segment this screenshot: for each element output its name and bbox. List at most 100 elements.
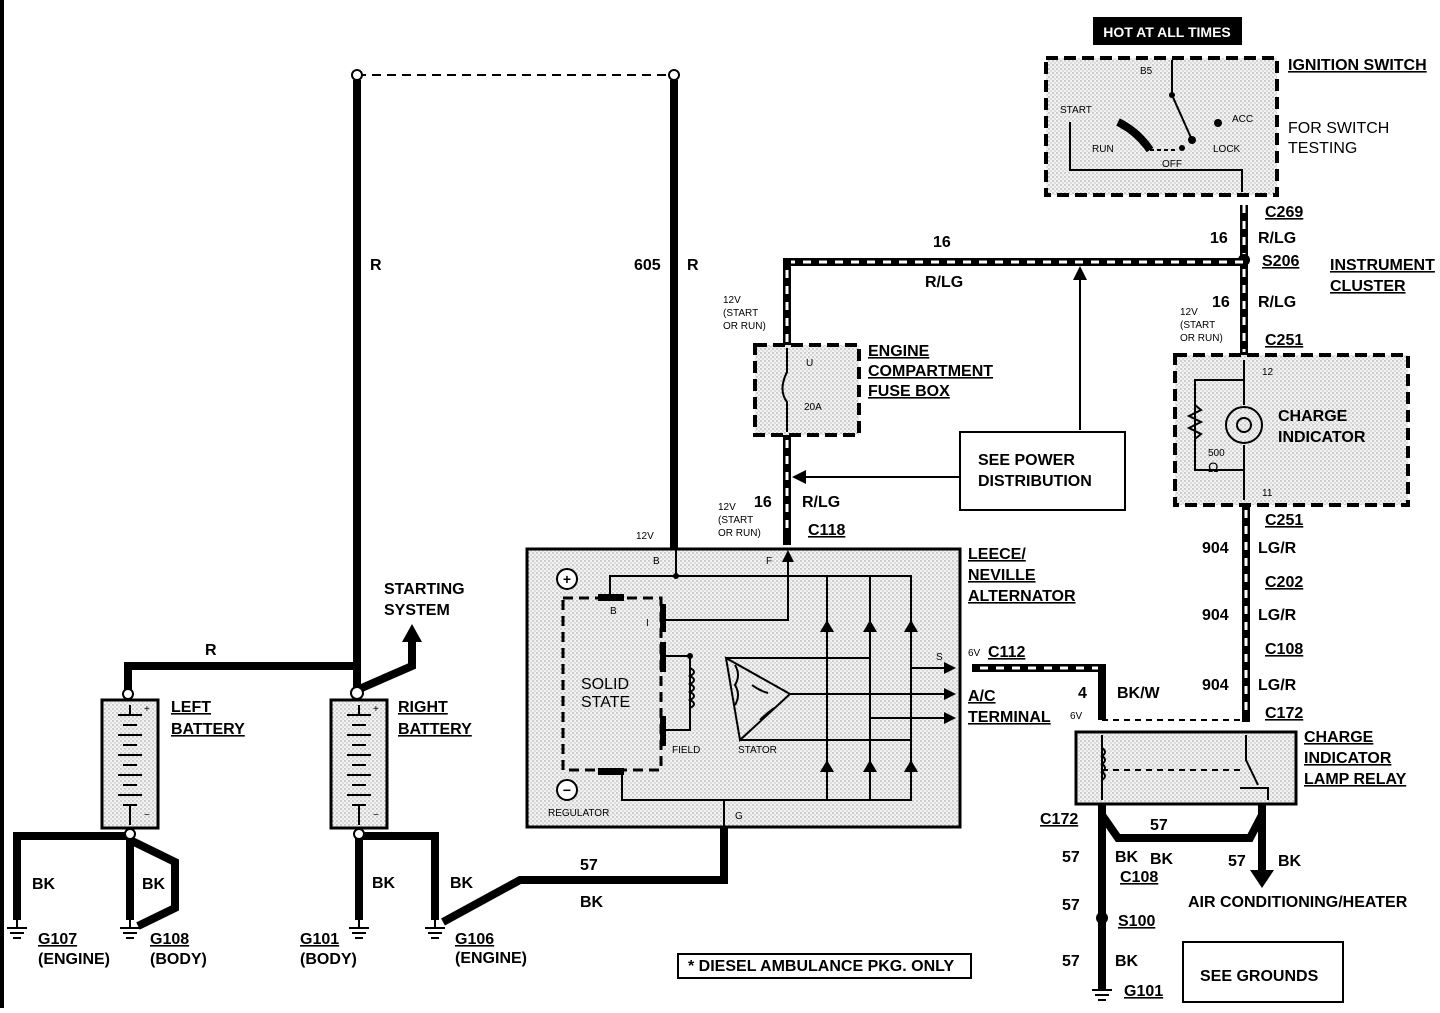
right-battery: + − RIGHT BATTERY (329, 698, 472, 830)
wire-57-label: 57 (1062, 849, 1080, 866)
leece-label: LEECE/ (968, 546, 1026, 563)
ground-symbols: G107 (ENGINE) G108 (BODY) G101 (BODY) G1… (7, 920, 527, 968)
air-conditioning-heater-label: AIR CONDITIONING/HEATER (1188, 894, 1408, 911)
solid-label: SOLID (581, 676, 629, 693)
c118-label: C118 (808, 522, 845, 539)
wire-bk-label: BK (580, 894, 604, 911)
harness-r-lg-vertical: C269 16 R/LG S206 INSTRUMENT CLUSTER 16 … (1180, 204, 1435, 360)
wire-57-label: 57 (580, 857, 598, 874)
svg-text:−: − (144, 810, 150, 821)
for-switch-label: FOR SWITCH (1288, 120, 1389, 137)
wire-bk-label: BK (372, 875, 396, 892)
wire-57-label: 57 (1062, 897, 1080, 914)
wire-r-label: R (687, 257, 699, 274)
c108-label: C108 (1120, 869, 1158, 886)
harness-904-lgr: C251 904 LG/R C202 904 LG/R C108 904 LG/… (1202, 505, 1303, 722)
voltage-label: (START (723, 308, 758, 319)
wire-rlg-label: R/LG (1258, 294, 1296, 311)
wire-rlg-label: R/LG (1258, 230, 1296, 247)
off-label: OFF (1162, 159, 1182, 170)
harness-s-to-relay: 6V C112 A/C TERMINAL 4 BK/W 6V (968, 644, 1246, 726)
wire-bk-label: BK (1115, 849, 1139, 866)
wire-r-label: R (205, 642, 217, 659)
charge-indicator: 12 11 500 Ω CHARGE INDICATOR (1173, 353, 1410, 507)
wire-57-label: 57 (1062, 953, 1080, 970)
alternator-label: ALTERNATOR (968, 588, 1076, 605)
diesel-ambulance-label: * DIESEL AMBULANCE PKG. ONLY (688, 958, 954, 975)
voltage-label: (START (718, 515, 753, 526)
wire-r-label: R (370, 257, 382, 274)
6v-label: 6V (968, 648, 981, 659)
ground-wires: BK BK BK BK 57 BK (13, 827, 728, 930)
see-grounds-box: SEE GROUNDS (1182, 941, 1344, 1003)
c108-label: C108 (1265, 641, 1303, 658)
voltage-label: OR RUN) (723, 321, 766, 332)
acc-label: ACC (1232, 114, 1253, 125)
start-label: START (1060, 105, 1092, 116)
testing-label: TESTING (1288, 140, 1357, 157)
b5-label: B5 (1140, 66, 1153, 77)
wire-bk-label: BK (142, 876, 166, 893)
battery-label: BATTERY (398, 721, 472, 738)
wire-bk-label: BK (32, 876, 56, 893)
pin-i-label: I (646, 618, 649, 629)
pin-b-label: B (610, 606, 617, 617)
voltage-label: OR RUN) (1180, 333, 1223, 344)
resistor-500-label: 500 (1208, 448, 1225, 459)
wire-4-label: 4 (1078, 685, 1087, 702)
s100-splice (1096, 912, 1108, 924)
c251-bottom-label: C251 (1265, 512, 1303, 529)
c202-label: C202 (1265, 574, 1303, 591)
wire-16-label: 16 (933, 234, 951, 251)
lamp-relay-label: LAMP RELAY (1304, 771, 1407, 788)
run-label: RUN (1092, 144, 1114, 155)
wire-16-label: 16 (1210, 230, 1228, 247)
terminal-label: TERMINAL (968, 709, 1051, 726)
instrument-label: INSTRUMENT (1330, 257, 1435, 274)
body-label: (BODY) (150, 951, 207, 968)
charge-label: CHARGE (1278, 408, 1348, 425)
wire-16-label: 16 (1212, 294, 1230, 311)
left-battery: + − LEFT BATTERY (100, 698, 245, 830)
svg-text:+: + (563, 571, 571, 587)
see-power-label: SEE POWER (978, 452, 1075, 469)
ignition-switch-title: IGNITION SWITCH (1288, 57, 1427, 74)
distribution-label: DISTRIBUTION (978, 473, 1092, 490)
g106-label: G106 (455, 931, 494, 948)
wire-lgr-label: LG/R (1258, 607, 1297, 624)
pin-11-label: 11 (1262, 488, 1273, 499)
svg-text:+: + (373, 704, 379, 715)
g101-label: G101 (300, 931, 339, 948)
harness-r-lg-horizontal: 16 R/LG 12V (START OR RUN) (723, 234, 1244, 430)
pin-f-label: F (766, 556, 772, 567)
wire-bk-label: BK (1150, 851, 1174, 868)
voltage-label: 12V (723, 295, 741, 306)
voltage-label: OR RUN) (718, 528, 761, 539)
wire-605-label: 605 (634, 257, 661, 274)
battery-cables: R 605 R R STARTING SYSTEM (122, 69, 699, 700)
svg-text:−: − (563, 782, 571, 798)
fuse-box-label: FUSE BOX (868, 383, 950, 400)
ignition-switch: HOT AT ALL TIMES B5 START ACC RUN LOCK O… (1044, 17, 1427, 197)
wire-904-label: 904 (1202, 607, 1229, 624)
g107-label: G107 (38, 931, 77, 948)
engine-label: (ENGINE) (38, 951, 110, 968)
wire-bkw-label: BK/W (1117, 685, 1161, 702)
c172-label: C172 (1040, 811, 1078, 828)
stator-label: STATOR (738, 745, 777, 756)
charge-label: CHARGE (1304, 729, 1374, 746)
ac-label: A/C (968, 688, 996, 705)
harness-fuse-to-alternator: 12V (START OR RUN) 16 R/LG C118 (718, 435, 960, 545)
voltage-label: 12V (718, 502, 736, 513)
g101-label: G101 (1124, 983, 1163, 1000)
wire-bk-label: BK (450, 875, 474, 892)
engine-label: ENGINE (868, 343, 930, 360)
wire-rlg-label: R/LG (802, 494, 840, 511)
ohm-label: Ω (1208, 459, 1218, 475)
alternator: + − B I B F S G SOLID STATE FIELD STATOR (525, 531, 1076, 829)
wire-lgr-label: LG/R (1258, 677, 1297, 694)
6v-label: 6V (1070, 711, 1083, 722)
wire-lgr-label: LG/R (1258, 540, 1297, 557)
see-power-distribution-box: SEE POWER DISTRIBUTION (959, 431, 1126, 511)
wire-904-label: 904 (1202, 677, 1229, 694)
